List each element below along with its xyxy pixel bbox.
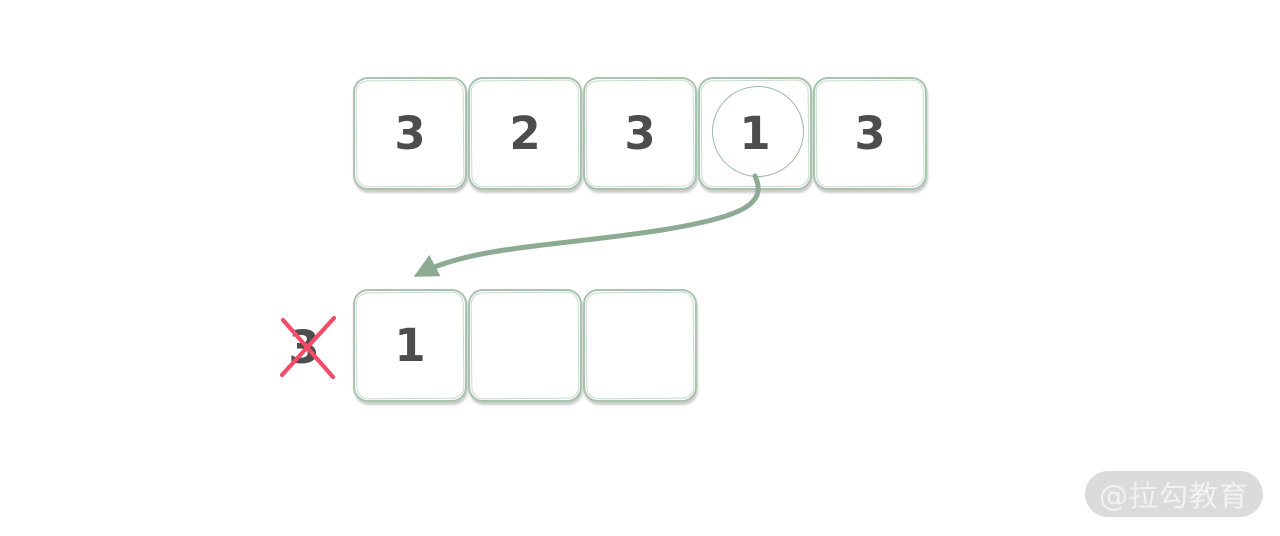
cell-value: 2 <box>509 107 541 160</box>
result-cell-0: 1 <box>353 289 467 402</box>
source-array: 3 2 3 1 3 <box>353 77 927 190</box>
watermark-text: @拉勾教育 <box>1098 479 1249 513</box>
cell-value: 1 <box>739 107 771 160</box>
source-cell-2: 3 <box>583 77 697 190</box>
source-cell-3-circled: 1 <box>698 77 812 190</box>
result-array: 1 <box>353 289 697 402</box>
removed-value: 3 <box>288 320 320 374</box>
source-cell-4: 3 <box>813 77 927 190</box>
cell-value: 1 <box>394 319 426 372</box>
result-cell-1 <box>468 289 582 402</box>
watermark-badge: @拉勾教育 <box>1085 471 1263 517</box>
cell-value: 3 <box>394 107 426 160</box>
move-arrow <box>413 173 761 277</box>
source-cell-0: 3 <box>353 77 467 190</box>
cell-value: 3 <box>624 107 656 160</box>
cell-value: 3 <box>854 107 886 160</box>
source-cell-1: 2 <box>468 77 582 190</box>
result-cell-2 <box>583 289 697 402</box>
